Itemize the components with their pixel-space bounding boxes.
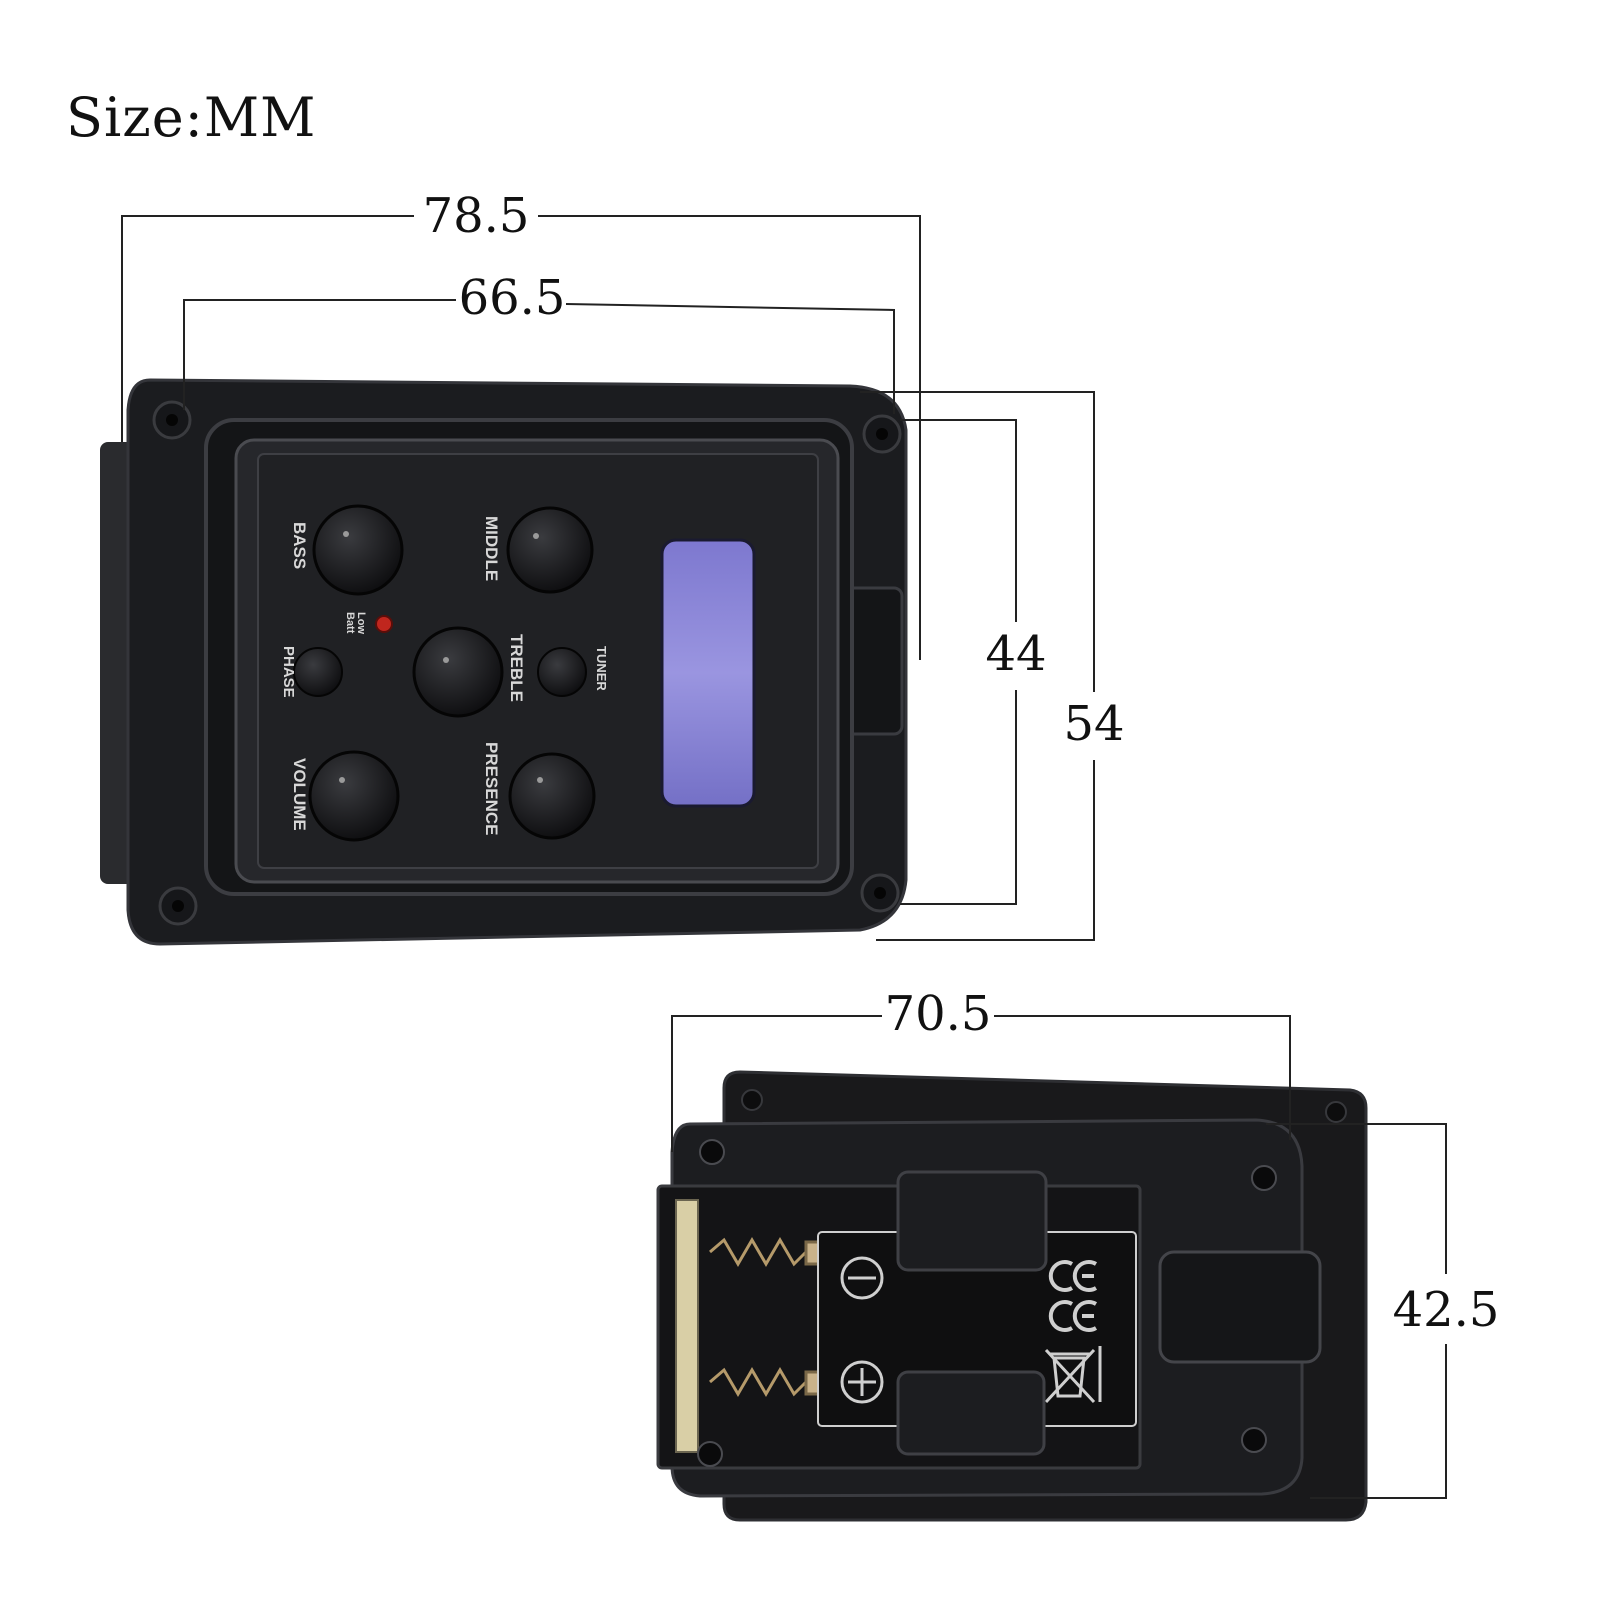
ce-mark-icon — [1048, 1300, 1098, 1332]
front-preamp: BASS MIDDLE Low Batt PHASE TREBLE TUNER … — [100, 378, 908, 946]
screw-icon — [1325, 1101, 1347, 1123]
screw-icon — [860, 873, 900, 913]
tuner-button — [537, 647, 587, 697]
bass-knob — [312, 504, 404, 596]
screw-icon — [152, 400, 192, 440]
middle-knob — [506, 506, 594, 594]
presence-label: PRESENCE — [482, 742, 501, 836]
screw-icon — [697, 1441, 723, 1467]
width-66-5-label: 66.5 — [459, 270, 566, 326]
tuner-label: TUNER — [594, 646, 609, 691]
battery-strap-top — [896, 1170, 1048, 1272]
minus-icon — [840, 1256, 884, 1300]
back-dimension-lines — [671, 1015, 1447, 1499]
back-preamp — [656, 1070, 1368, 1522]
treble-label: TREBLE — [507, 634, 526, 702]
bass-label: BASS — [290, 522, 309, 569]
screw-icon — [862, 414, 902, 454]
height-44-label: 44 — [985, 626, 1046, 682]
screw-icon — [158, 886, 198, 926]
plus-icon — [840, 1360, 884, 1404]
height-42-5-label: 42.5 — [1393, 1282, 1500, 1338]
screw-icon — [1251, 1165, 1277, 1191]
front-dimension-lines — [121, 215, 1095, 941]
phase-label: PHASE — [280, 646, 297, 698]
screw-icon — [1241, 1427, 1267, 1453]
battery-strap-bottom — [896, 1370, 1046, 1456]
screw-icon — [699, 1139, 725, 1165]
low-batt-led-icon — [375, 615, 393, 633]
screw-icon — [741, 1089, 763, 1111]
weee-bin-icon — [1044, 1346, 1102, 1404]
low-batt-label-2: Batt — [344, 612, 356, 634]
volume-knob — [308, 750, 400, 842]
middle-label: MIDDLE — [482, 516, 501, 581]
size-unit-title: Size:MM — [66, 86, 317, 149]
phase-button — [293, 647, 343, 697]
battery-contact-plate — [675, 1199, 699, 1453]
width-70-5-label: 70.5 — [885, 986, 992, 1042]
tuner-display — [660, 538, 756, 808]
back-clip — [1158, 1250, 1322, 1364]
presence-knob — [508, 752, 596, 840]
height-54-label: 54 — [1063, 696, 1124, 752]
volume-label: VOLUME — [290, 758, 309, 831]
treble-knob — [412, 626, 504, 718]
width-78-5-label: 78.5 — [423, 188, 530, 244]
ce-mark-icon — [1048, 1260, 1098, 1292]
low-batt-label: Low — [355, 612, 367, 634]
